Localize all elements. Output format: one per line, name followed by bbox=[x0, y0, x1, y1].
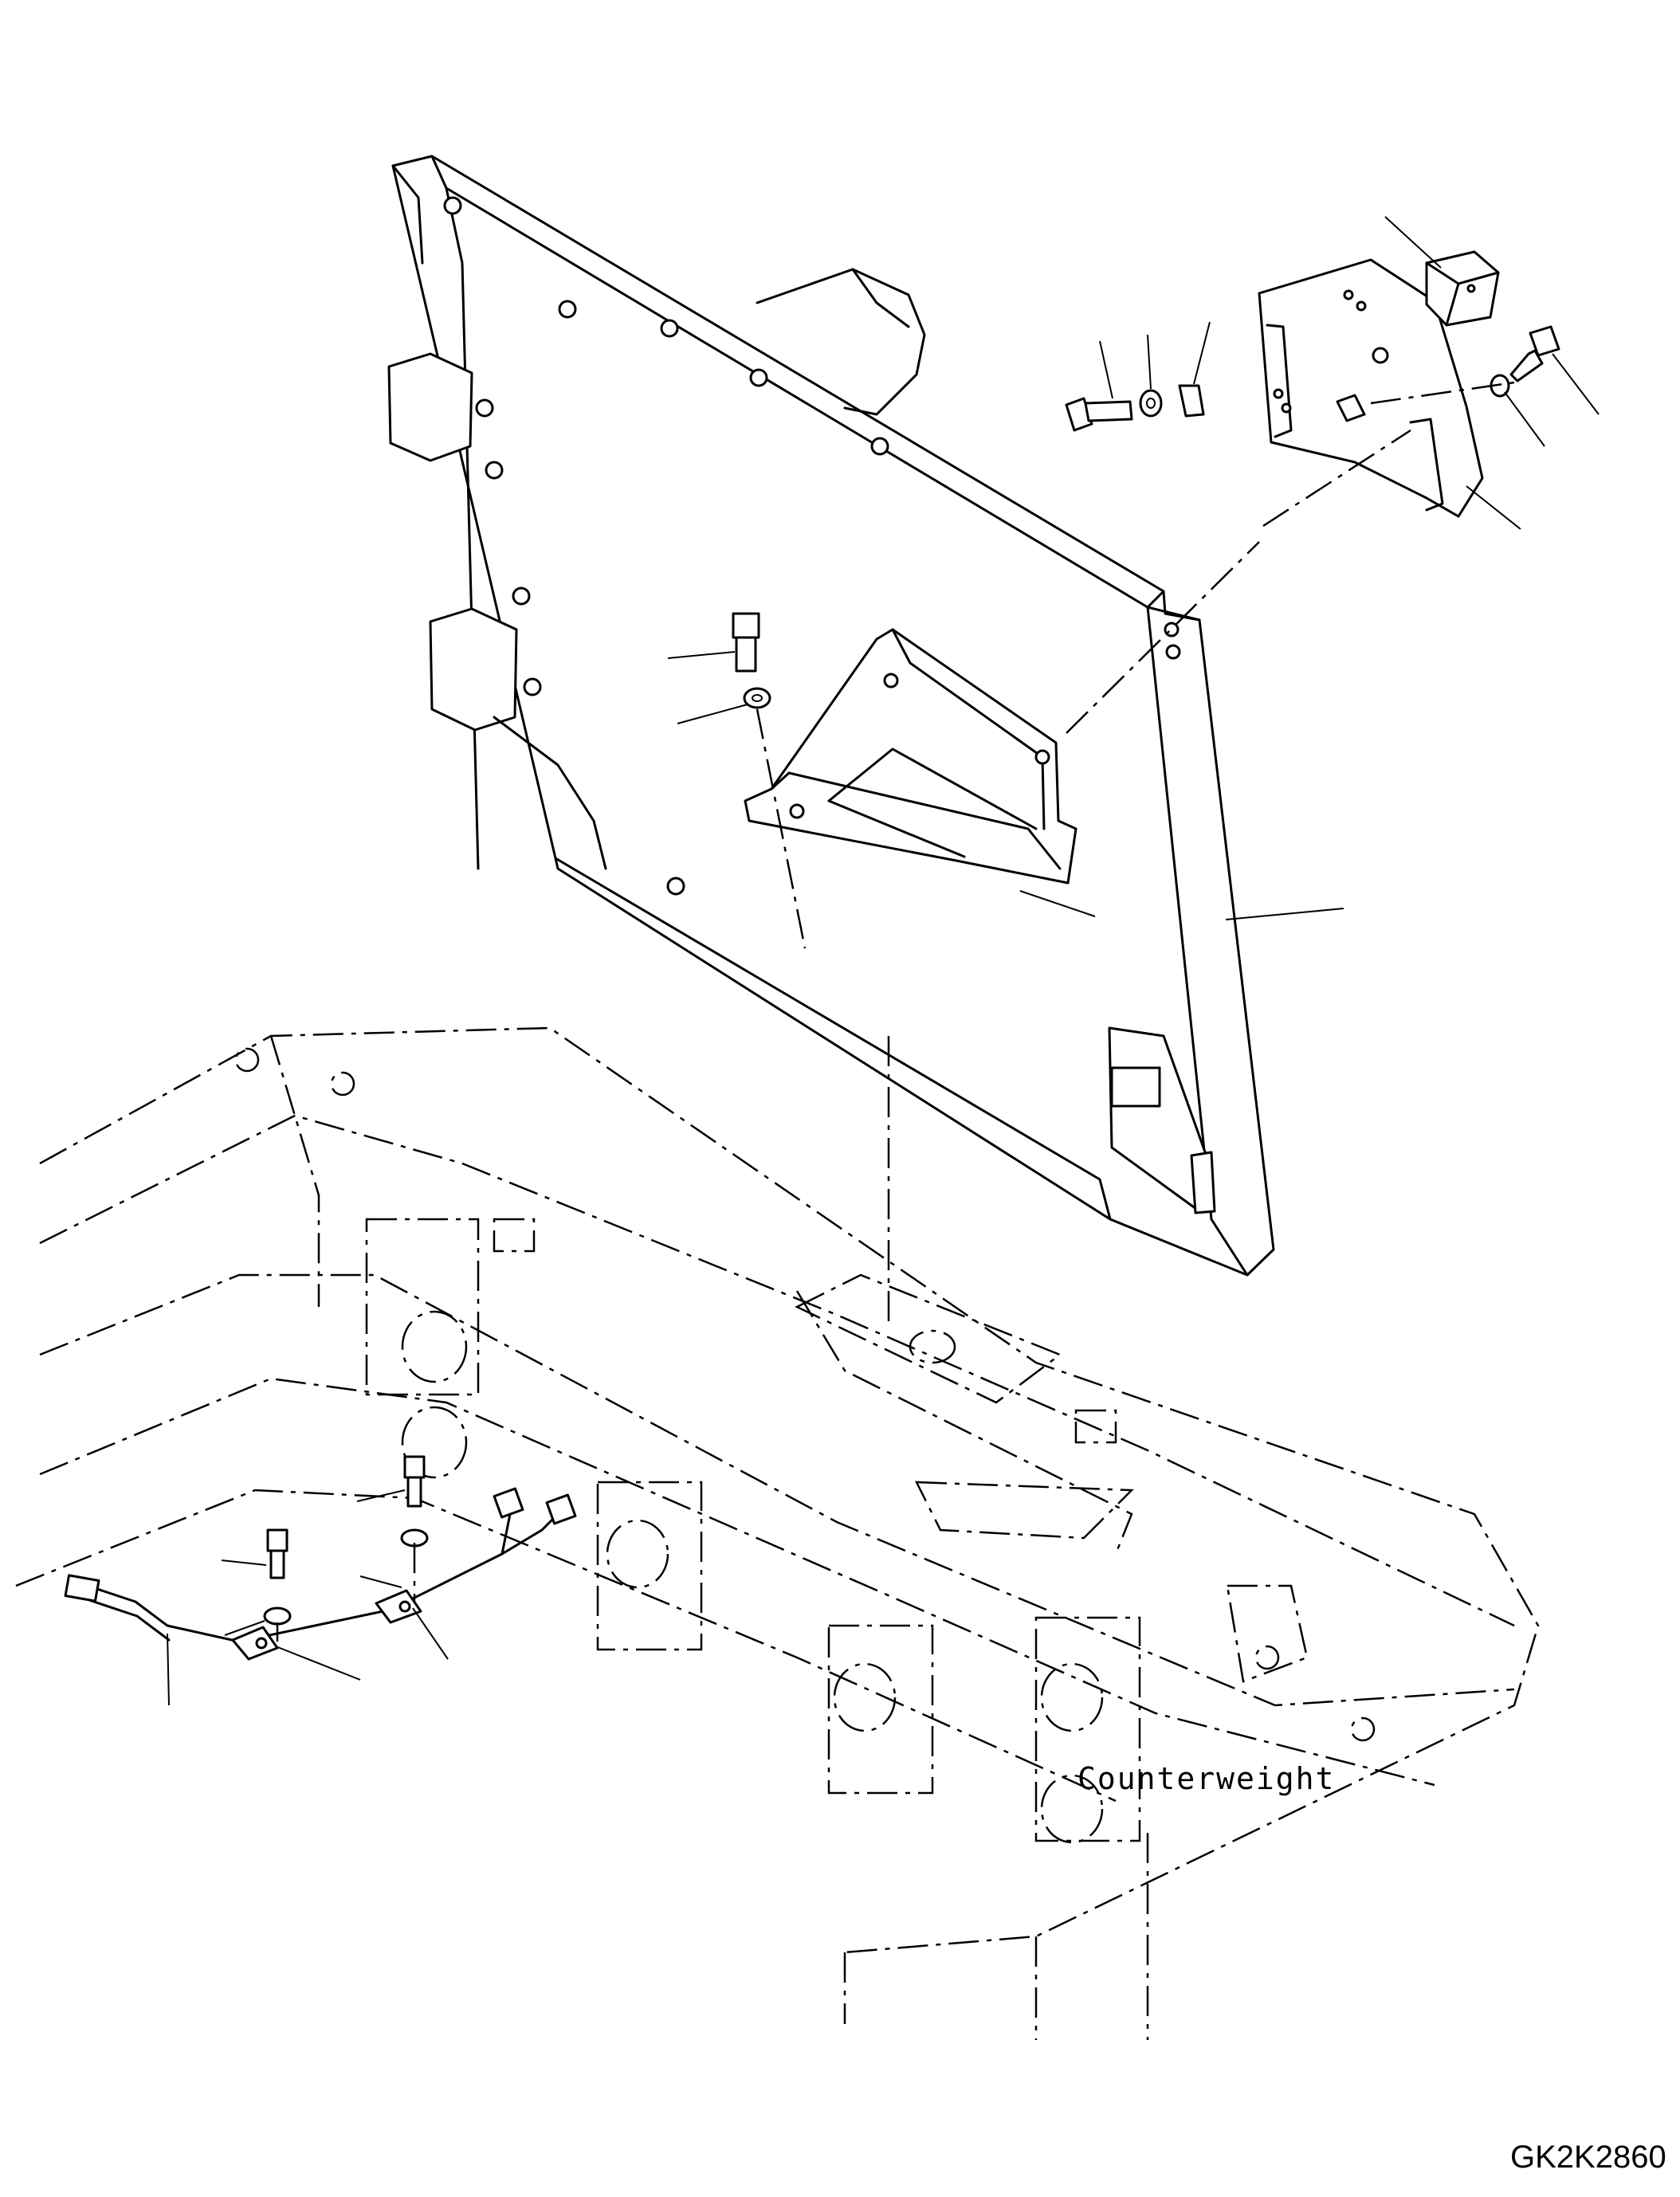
alignment-lines bbox=[276, 381, 1515, 1642]
rear-block bbox=[756, 268, 926, 416]
inner-tray bbox=[744, 628, 1077, 885]
clip-nut bbox=[1178, 384, 1205, 418]
harness-bolt-2 bbox=[400, 1455, 429, 1548]
wire-harness bbox=[64, 1487, 577, 1661]
upper-frame bbox=[387, 155, 1275, 1277]
counterweight-label: Counterweight bbox=[1077, 1761, 1336, 1796]
bracket-plate bbox=[1258, 250, 1500, 518]
bolt-3 bbox=[732, 612, 760, 673]
bolt-1 bbox=[1065, 397, 1133, 432]
leader-lines bbox=[167, 216, 1600, 1706]
counterweight-body bbox=[15, 1026, 1540, 2040]
harness-bolt-1 bbox=[263, 1528, 292, 1626]
washer-1 bbox=[1139, 389, 1163, 418]
washer-3 bbox=[743, 687, 771, 709]
drawing-code: GK2K2860 bbox=[1510, 2140, 1666, 2175]
bolt-2 bbox=[1509, 325, 1560, 383]
